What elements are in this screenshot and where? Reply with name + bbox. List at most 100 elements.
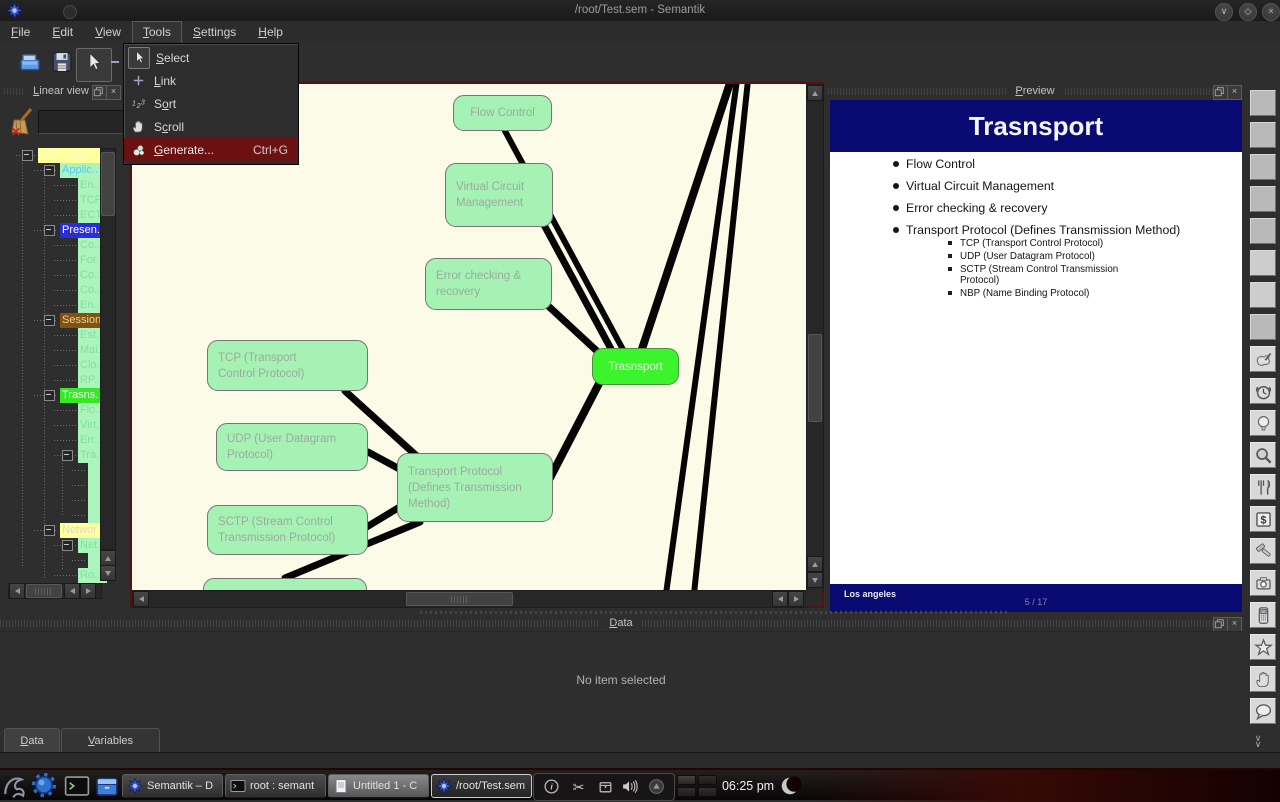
tree-scroll-right-icon[interactable] [80,583,96,599]
tree-collapse-icon[interactable] [44,315,55,326]
color-swatch-button[interactable] [1250,250,1276,276]
tools-menu-item-select[interactable]: Select [124,46,298,69]
tree-item-co[interactable]: Co.. [78,283,107,298]
tree-item-tcp[interactable]: TCP. [78,193,107,208]
menu-settings[interactable]: Settings [192,25,237,39]
canvas-hscroll-slider[interactable] [406,592,513,606]
task-button-2[interactable]: root : semant [225,774,326,798]
kde-gear-launcher[interactable] [30,772,58,798]
tree-item-osilayer[interactable]: OSI Layer [38,148,107,163]
color-swatch-button[interactable] [1250,90,1276,116]
canvas-scroll-up-icon[interactable] [807,85,823,101]
tree-item-flo[interactable]: Flo.. [78,403,107,418]
tree-item-mai[interactable]: Mai. [78,343,107,358]
color-swatch-button[interactable] [1250,218,1276,244]
tree-vscroll-slider[interactable] [101,152,115,216]
alarm-flag-button[interactable] [1250,378,1276,404]
restaurant-flag-button[interactable] [1250,474,1276,500]
phone-flag-button[interactable] [1250,602,1276,628]
tree-item-co[interactable]: Co.. [78,268,107,283]
pager-desktop-2[interactable] [698,775,717,785]
magnifier-flag-button[interactable] [1250,442,1276,468]
float-data-icon[interactable] [1213,617,1228,632]
minimize-button[interactable]: ∨ [1215,3,1233,21]
hand-flag-button[interactable] [1250,666,1276,692]
tree-item-en[interactable]: En.. [78,178,107,193]
color-swatch-button[interactable] [1250,122,1276,148]
save-button[interactable] [44,48,80,82]
menu-help[interactable]: Help [258,25,283,39]
close-button[interactable]: × [1262,3,1280,21]
tree-item-trasns[interactable]: Trasns. [60,388,107,403]
tools-menu-item-scroll[interactable]: Scroll [124,115,298,138]
bulb-flag-button[interactable] [1250,410,1276,436]
canvas-scroll-right-icon[interactable] [788,591,804,607]
tree-item-ro[interactable]: Ro.. [78,568,107,583]
tree-collapse-icon[interactable] [62,540,73,551]
info-tray-icon[interactable]: i [543,778,560,795]
node-partial[interactable] [203,578,367,590]
speaker-tray-icon[interactable] [621,778,638,795]
tab-data[interactable]: Data [4,728,60,752]
canvas-scroll-up2-icon[interactable] [807,556,823,572]
tree-item-ect[interactable]: ECT [78,208,107,223]
pager-desktop-4[interactable] [698,787,717,797]
tree-collapse-icon[interactable] [44,165,55,176]
moon-applet-icon[interactable] [779,775,801,797]
tree-collapse-icon[interactable] [44,390,55,401]
konsole-launcher[interactable] [64,773,90,799]
tree-item-applic[interactable]: Applic.. [60,163,107,178]
bubble-flag-button[interactable] [1250,698,1276,724]
tree-scroll-left-icon[interactable] [9,583,25,599]
tree-scroll-left2-icon[interactable] [64,583,80,599]
scissors-tray-icon[interactable]: ✂ [570,778,587,795]
maximize-button[interactable]: ◇ [1239,3,1257,21]
node-virtual-circuit-management[interactable]: Virtual Circuit Management [445,163,553,227]
tree-item-co[interactable]: Co.. [78,238,107,253]
canvas-scroll-left2-icon[interactable] [772,591,788,607]
tree-collapse-icon[interactable] [62,450,73,461]
tray-up-tray-icon[interactable] [648,778,665,795]
tree-collapse-icon[interactable] [44,525,55,536]
select-tool-button[interactable] [76,48,112,82]
dock-splitter-handle[interactable] [420,611,1010,614]
tree-item-rp[interactable]: RP.. [78,373,107,388]
close-preview-icon[interactable]: × [1227,85,1242,100]
filter-input[interactable] [38,110,126,134]
node-error-checking-recovery[interactable]: Error checking & recovery [425,258,552,310]
tree-collapse-icon[interactable] [44,225,55,236]
node-tcp-transport-control-protocol[interactable]: TCP (Transport Control Protocol) [207,340,368,391]
tools-menu-item-link[interactable]: Link [124,69,298,92]
node-sctp-stream-control-transmission-protocol[interactable]: SCTP (Stream Control Transmission Protoc… [207,505,368,555]
node-flow-control[interactable]: Flow Control [453,95,552,131]
tree-item-for[interactable]: For. [78,253,107,268]
menu-edit[interactable]: Edit [52,25,74,39]
menu-view[interactable]: View [95,25,121,39]
color-swatch-button[interactable] [1250,154,1276,180]
tree-scroll-down-icon[interactable] [100,565,116,581]
dollar-flag-button[interactable]: $ [1250,506,1276,532]
tree-hscroll-slider[interactable] [26,584,62,598]
tree-collapse-icon[interactable] [22,150,33,161]
canvas-scroll-down-icon[interactable] [807,572,823,588]
tree-vertical-scrollbar[interactable] [100,148,116,550]
color-swatch-button[interactable] [1250,282,1276,308]
task-button-4[interactable]: /root/Test.sem [431,774,532,798]
node-udp-user-datagram-protocol[interactable]: UDP (User Datagram Protocol) [216,423,368,471]
tree-item-clo[interactable]: Clo. [78,358,107,373]
k-menu-launcher[interactable] [2,773,28,799]
tree-item-err[interactable]: Err.. [78,433,107,448]
tree-item-virt[interactable]: Virt. [78,418,107,433]
camera-flag-button[interactable] [1250,570,1276,596]
clear-filter-button[interactable]: ✕ [10,107,37,138]
node-trasnsport[interactable]: Trasnsport [592,348,679,385]
color-swatch-button[interactable] [1250,186,1276,212]
pager-desktop-1[interactable] [677,775,696,785]
close-data-icon[interactable]: × [1227,617,1242,632]
tree-item-est[interactable]: Est. [78,328,107,343]
star-flag-button[interactable] [1250,634,1276,660]
menu-tools[interactable]: Tools [131,21,182,43]
